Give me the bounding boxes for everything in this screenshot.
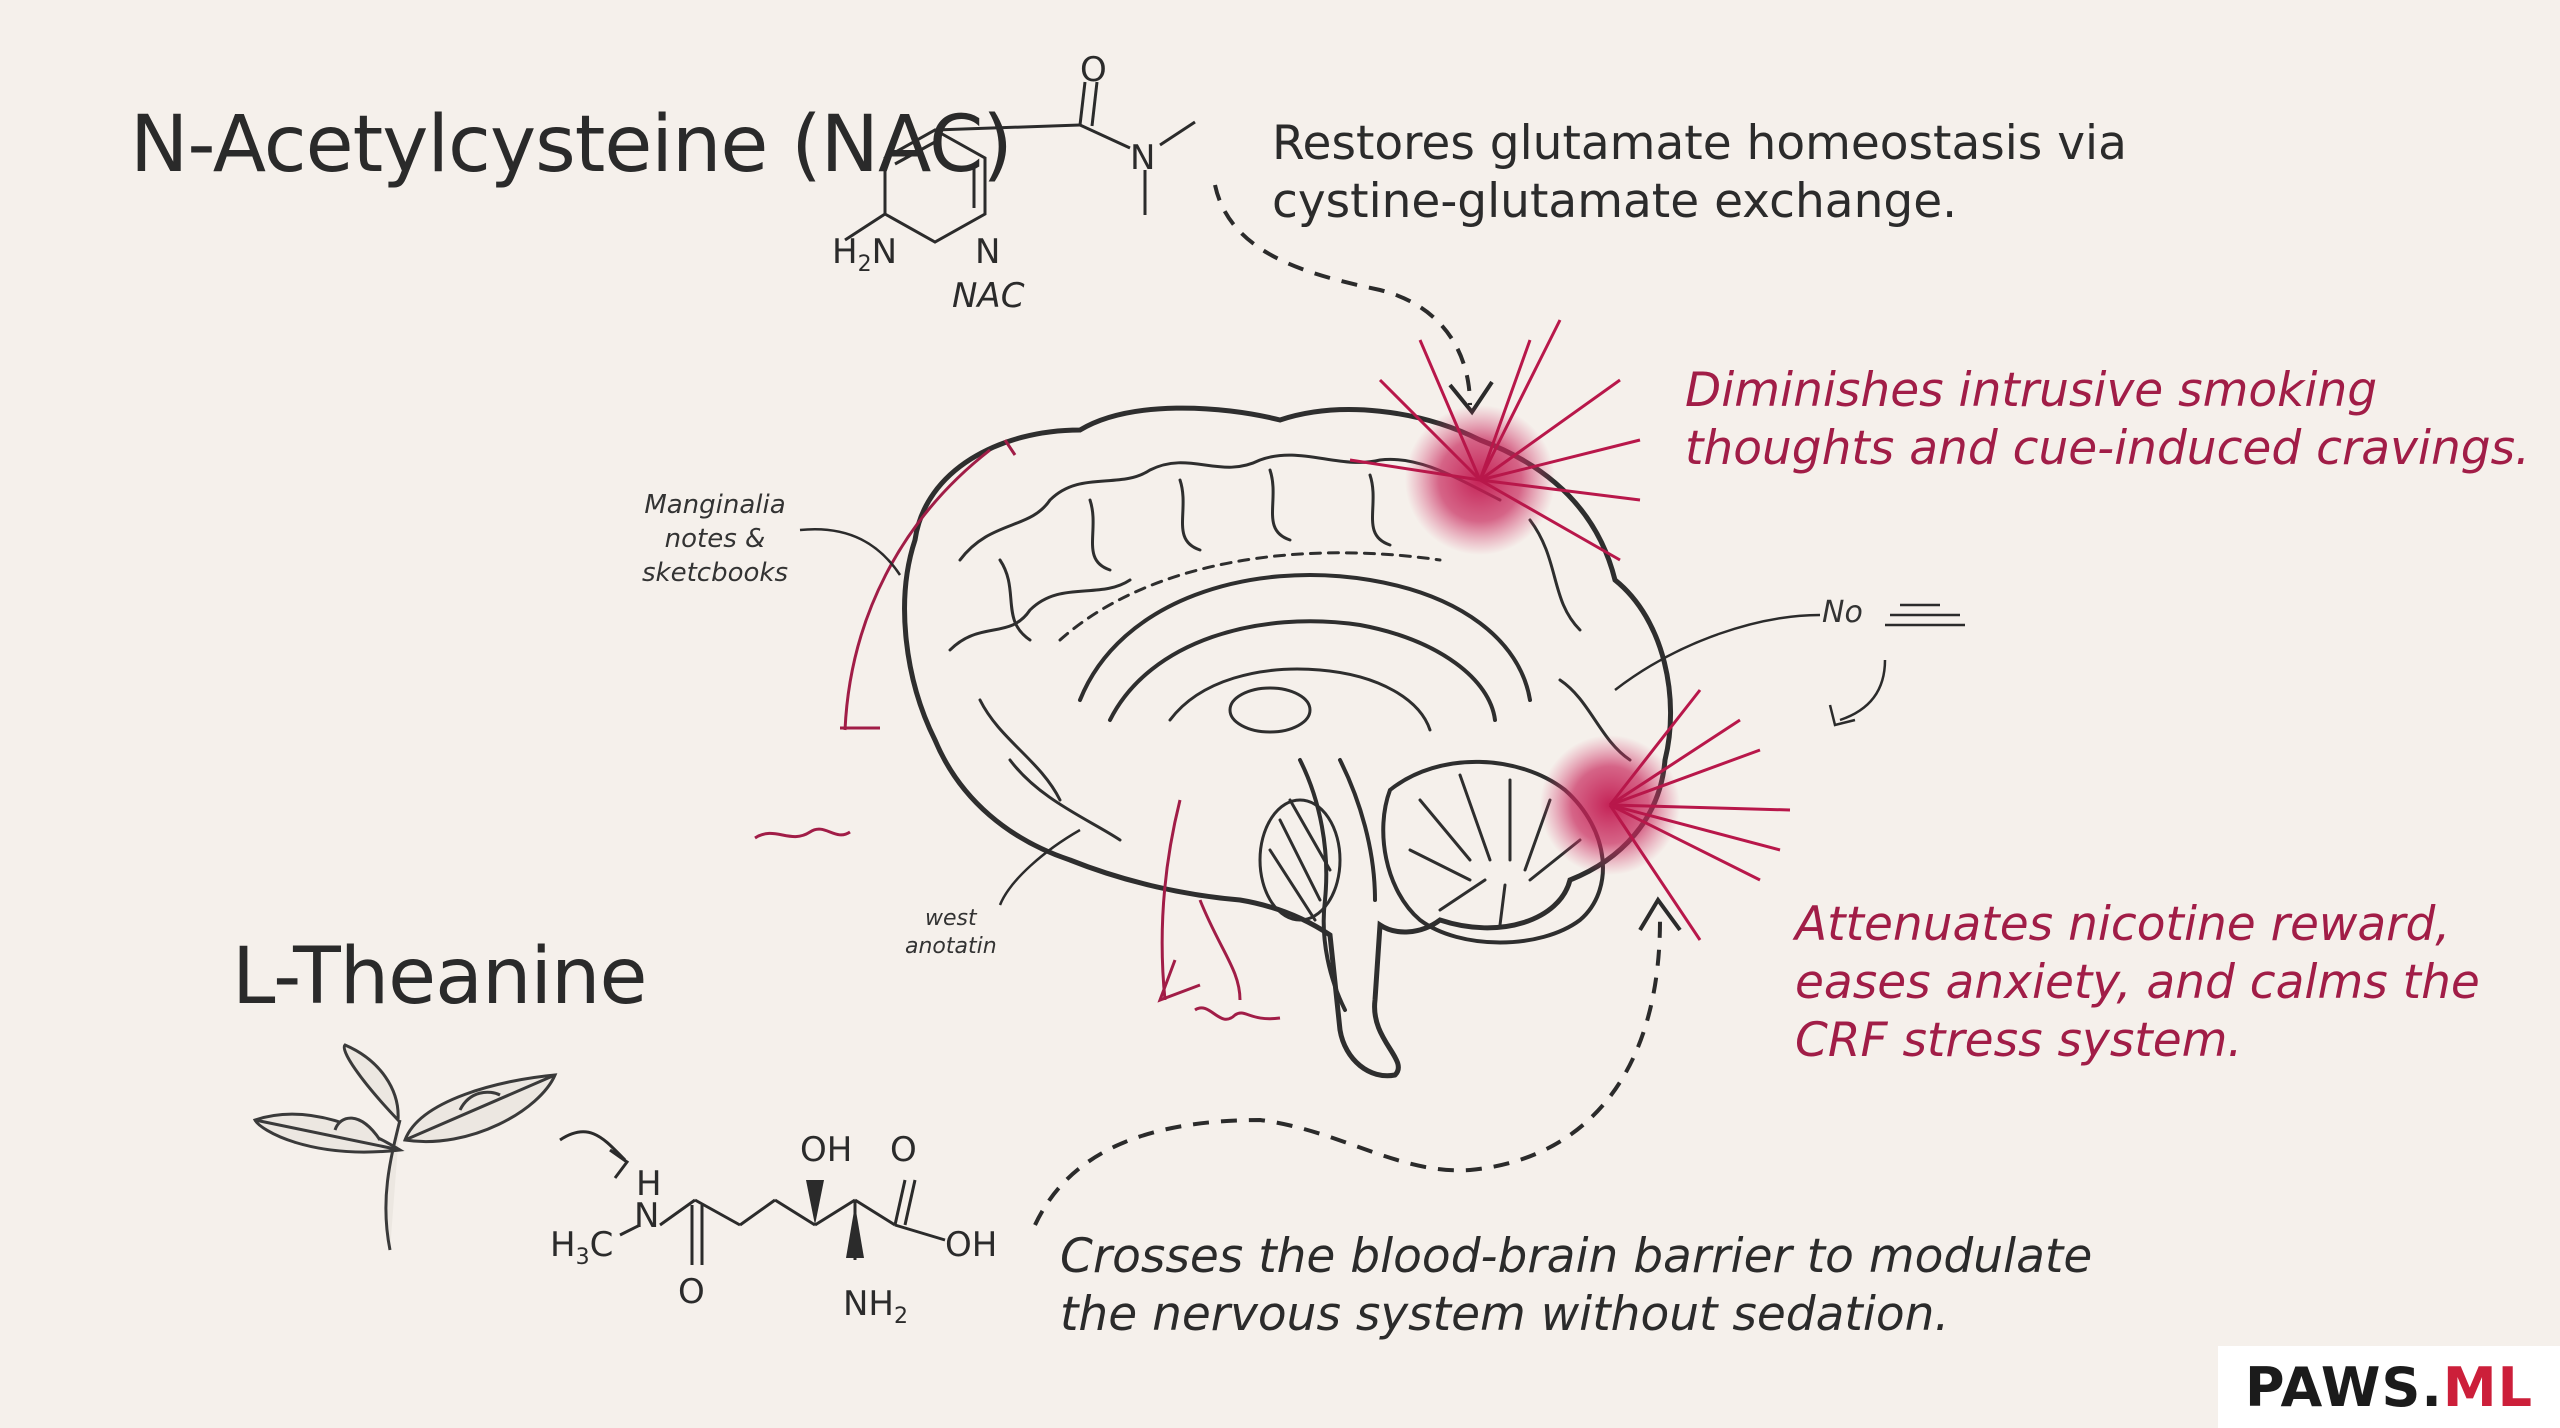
- tea-leaf-illustration: [252, 1043, 558, 1251]
- marginalia-note: Manginalia notes & sketcbooks: [642, 490, 789, 588]
- brand-logo: PAWS.ML: [2218, 1346, 2560, 1428]
- theanine-atom-oh-top: OH: [800, 1130, 853, 1170]
- nac-atom-n-ring: N: [975, 232, 1001, 272]
- nac-effect-text: Diminishes intrusive smoking thoughts an…: [1685, 363, 2530, 476]
- nac-dashed-arrow: [1213, 184, 1472, 406]
- nac-title: N-Acetylcysteine (NAC): [130, 100, 1013, 190]
- theanine-dashed-arrow: [1033, 919, 1662, 1226]
- theanine-atom-h3c: H3C: [550, 1225, 614, 1270]
- red-margin-strokes: [754, 439, 1281, 1021]
- theanine-atom-nh2: NH2: [843, 1284, 908, 1329]
- nac-atom-o: O: [1080, 50, 1107, 90]
- theanine-atom-o-top: O: [890, 1130, 917, 1170]
- nac-atom-h2n: H2N: [832, 232, 898, 277]
- leaf-to-molecule-arrow: [559, 1130, 630, 1179]
- nac-structure-label: NAC: [952, 276, 1025, 316]
- west-annotation-note: west anotatin: [905, 906, 997, 959]
- theanine-atom-oh-right: OH: [945, 1225, 998, 1265]
- theanine-wedge-oh: [806, 1180, 824, 1225]
- nac-molecule-structure: [844, 81, 1196, 244]
- scribble-note: No: [1822, 595, 1863, 630]
- theanine-target-splash: [1540, 689, 1791, 941]
- theanine-atom-o-amide: O: [678, 1272, 705, 1312]
- theanine-arrow-head: [1638, 896, 1682, 932]
- theanine-wedge-nh2: [846, 1205, 864, 1258]
- nac-atom-n-amide: N: [1130, 138, 1156, 178]
- theanine-molecule-structure: [619, 1179, 946, 1265]
- brain-sketch: [902, 405, 1674, 1079]
- nac-target-splash: [1349, 319, 1641, 562]
- theanine-effect-text: Attenuates nicotine reward, eases anxiet…: [1795, 897, 2480, 1068]
- annotation-leaders: [799, 528, 1965, 906]
- theanine-atom-n: N: [634, 1196, 660, 1236]
- theanine-title: L-Theanine: [232, 932, 647, 1022]
- theanine-atom-h: H: [636, 1164, 662, 1204]
- theanine-mechanism-text: Crosses the blood-brain barrier to modul…: [1060, 1229, 2093, 1342]
- nac-mechanism-text: Restores glutamate homeostasis via cysti…: [1272, 116, 2127, 229]
